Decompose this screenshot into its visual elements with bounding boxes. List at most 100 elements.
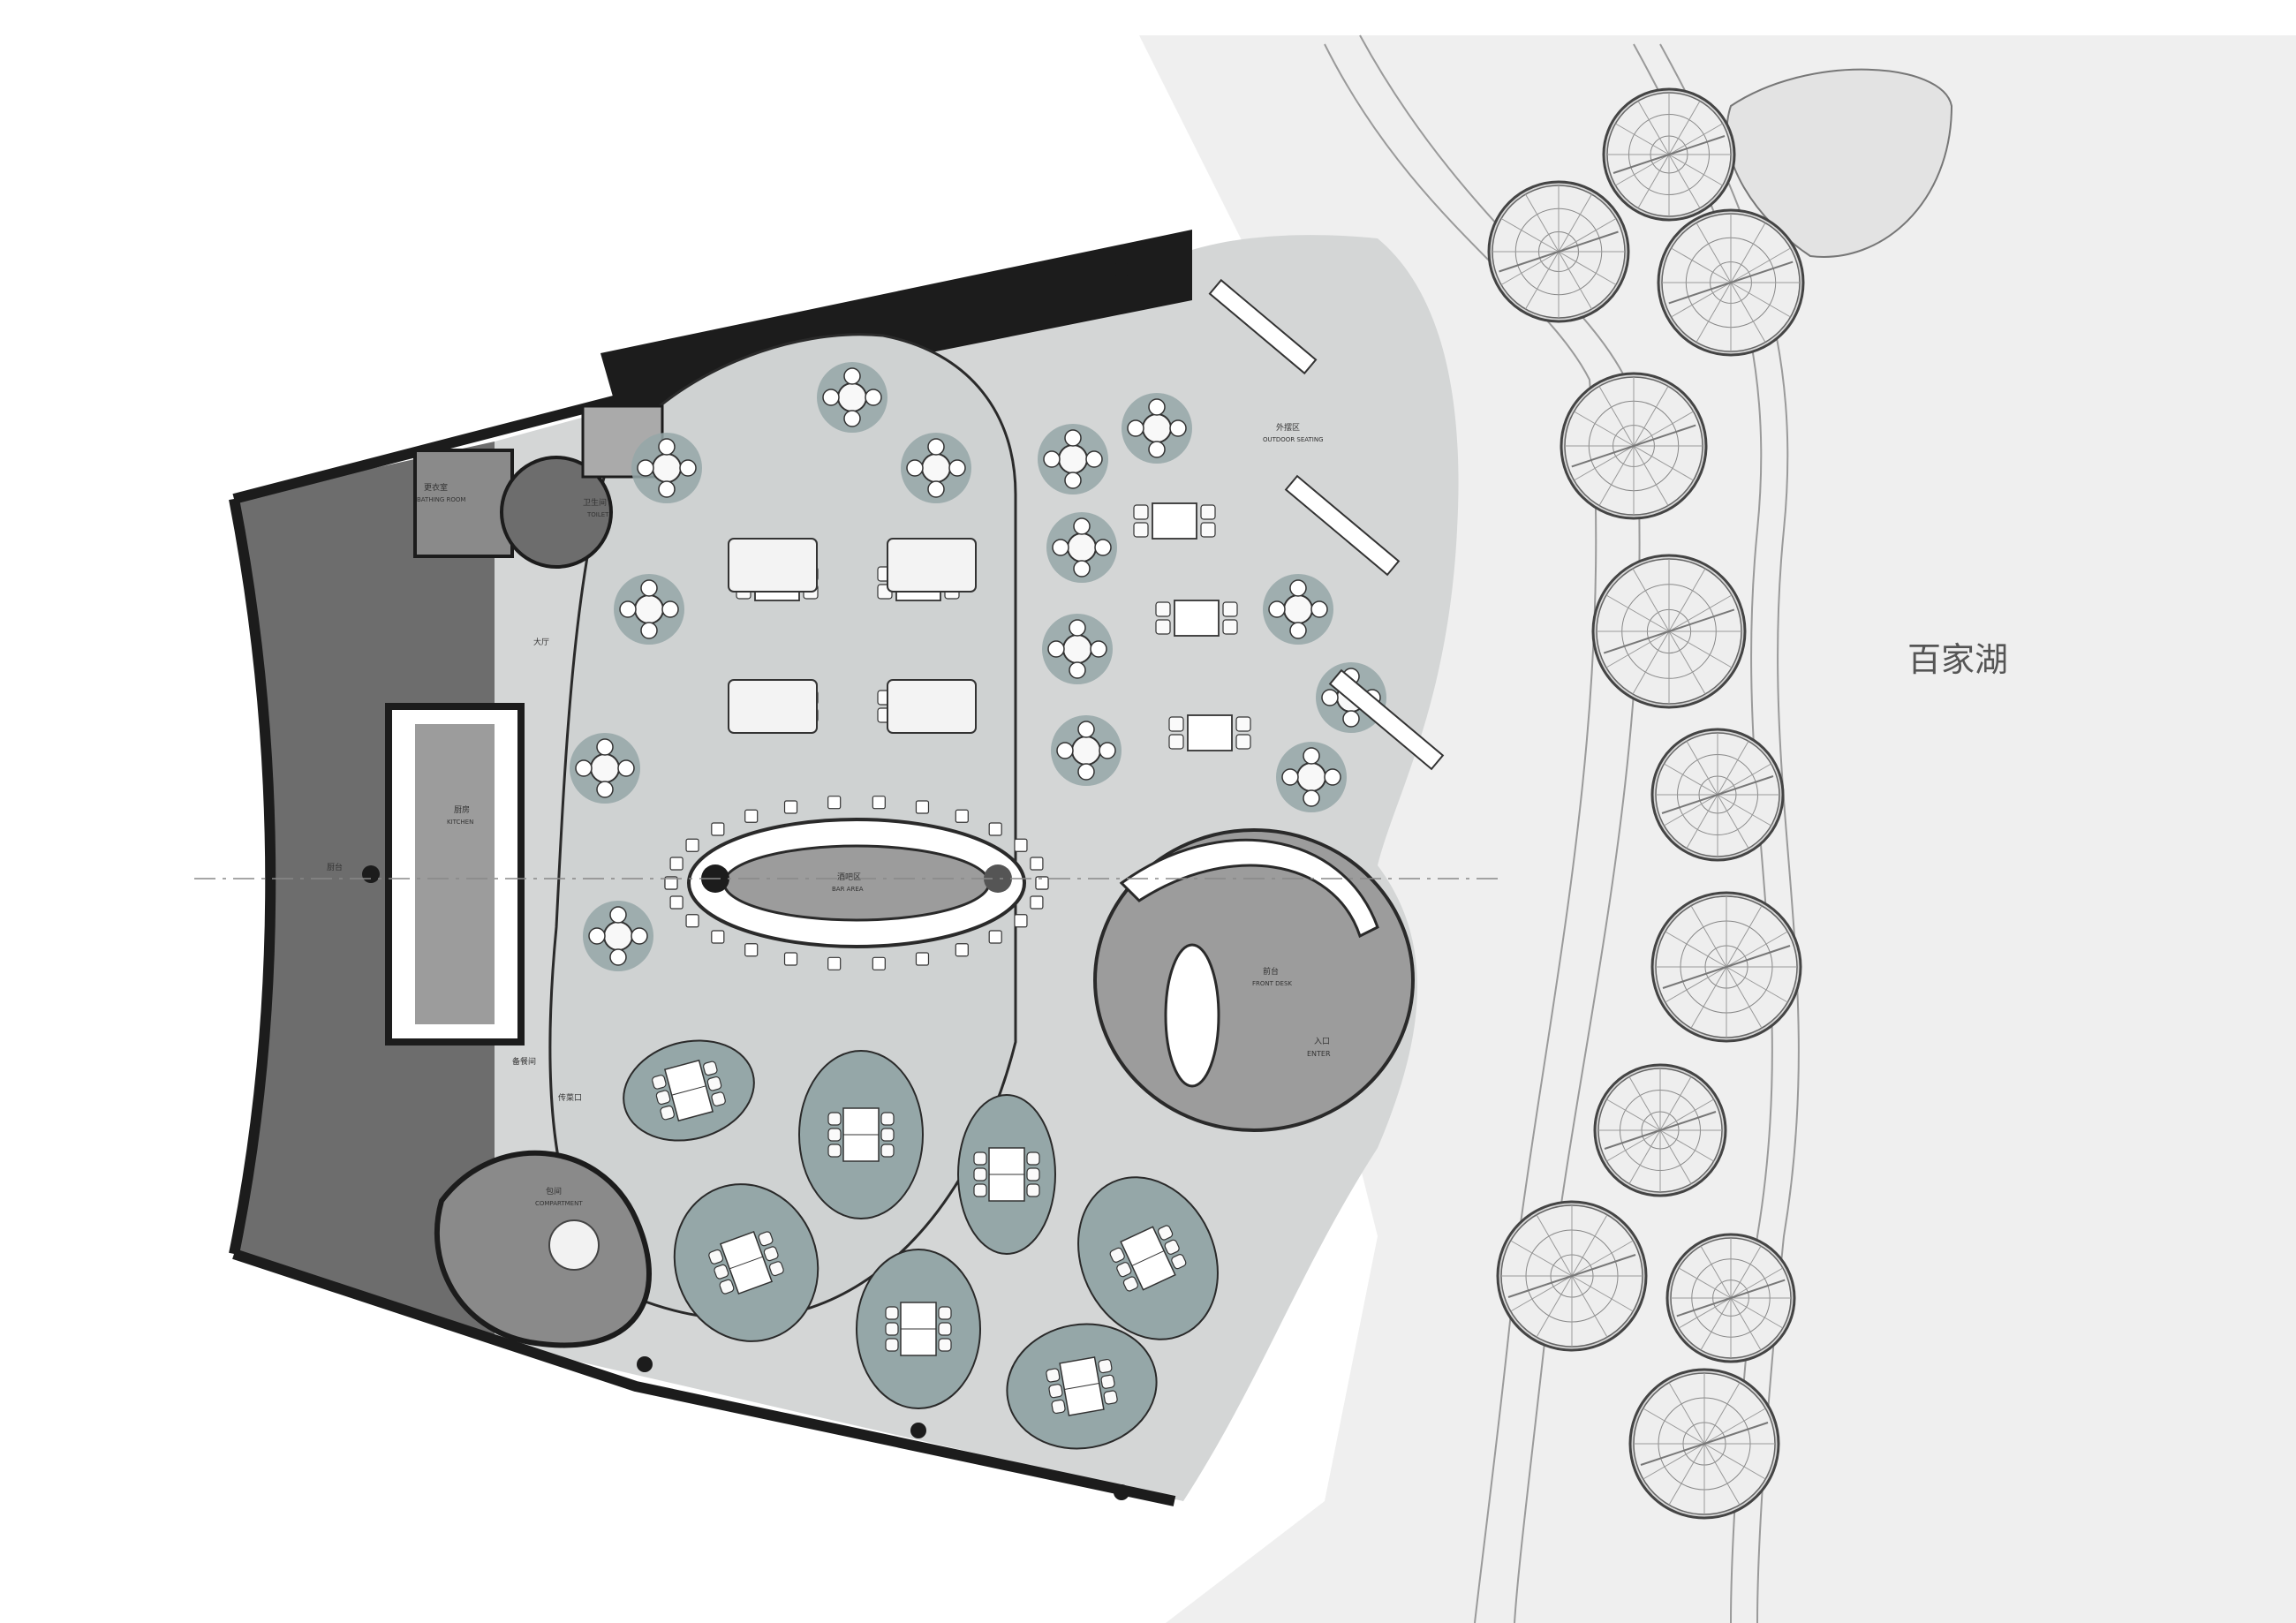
tree-branch	[1668, 101, 1701, 155]
round-tables	[570, 362, 1386, 971]
tree-branch	[1659, 1098, 1714, 1131]
tree-branch	[1665, 966, 1727, 1003]
tree-branch	[1668, 154, 1723, 186]
tree-branch	[1668, 1382, 1705, 1445]
chair	[575, 759, 593, 777]
tree-branch	[1730, 1297, 1784, 1329]
chair	[1077, 721, 1095, 738]
tree-branch	[1726, 931, 1788, 968]
sofa-group	[728, 538, 977, 734]
tree-branch	[1525, 193, 1560, 253]
tree	[1657, 208, 1805, 357]
chair	[1148, 398, 1166, 416]
pod-chair	[1051, 1399, 1066, 1415]
tree-branch	[1659, 1129, 1692, 1184]
front-desk-label-en: FRONT DESK	[1252, 980, 1292, 987]
tree	[1496, 1200, 1648, 1352]
tree	[1591, 554, 1747, 709]
rect-table-chair	[1222, 619, 1238, 635]
pod-table-split	[671, 1085, 706, 1096]
tree-branch	[1574, 445, 1635, 481]
round-table	[1042, 614, 1113, 684]
bar-stool	[872, 796, 886, 810]
chair	[1043, 450, 1061, 468]
tree-branch	[1730, 282, 1791, 318]
bar-stool	[783, 800, 798, 814]
table-top	[603, 921, 633, 951]
tree-branch	[1558, 251, 1592, 310]
pod-chair	[711, 1091, 726, 1106]
pod-chair	[763, 1246, 779, 1262]
chair	[1324, 768, 1341, 786]
tree-shadow-line	[1499, 230, 1619, 273]
tree-branch	[1659, 1076, 1692, 1131]
lake-island	[1726, 68, 1953, 258]
bar-counter-inner	[722, 844, 991, 922]
outdoor-label-cn: 外摆区	[1276, 422, 1300, 433]
tree-branch	[1700, 1297, 1732, 1351]
pod-chair	[1026, 1183, 1040, 1197]
pod-chair	[714, 1264, 729, 1280]
tree	[1560, 372, 1708, 520]
tree-shadow-line	[1661, 775, 1774, 814]
bar-stool	[988, 822, 1002, 836]
chair	[1073, 517, 1091, 535]
booth-pod	[856, 1249, 981, 1409]
bar-stool	[669, 895, 684, 910]
chair	[609, 906, 627, 924]
booth-pod	[1077, 1176, 1219, 1340]
chair	[1064, 472, 1082, 489]
bar-stool	[988, 930, 1002, 944]
chair	[619, 600, 637, 618]
pod-chair	[885, 1306, 899, 1320]
tree-branch	[1633, 445, 1669, 506]
rect-table-top	[1152, 502, 1197, 540]
chair	[1052, 539, 1069, 556]
table-top	[634, 594, 664, 624]
pod-chair	[938, 1338, 952, 1352]
chair	[1085, 450, 1103, 468]
tree-branch	[1717, 794, 1771, 827]
tree-branch	[1678, 1297, 1732, 1329]
tree-branch	[1696, 223, 1732, 283]
tree-branch	[1730, 247, 1791, 283]
chair	[1281, 768, 1299, 786]
chair	[1056, 742, 1074, 759]
pod-chair	[973, 1167, 987, 1181]
tree-branch	[1637, 154, 1670, 208]
chair	[1268, 600, 1286, 618]
front-desk-counter	[1164, 943, 1220, 1088]
tree-branch	[1671, 282, 1732, 318]
table-top	[1296, 762, 1326, 792]
tree-shadow-line	[1640, 1422, 1769, 1466]
chair	[637, 459, 654, 477]
round-table	[614, 574, 684, 645]
tree-branch	[1615, 154, 1670, 186]
rect-table-top	[1187, 714, 1233, 751]
bar-stool	[711, 822, 725, 836]
bar-stool	[955, 809, 969, 823]
structural-columns	[362, 261, 1129, 1500]
chair	[596, 781, 614, 798]
tree-group	[1487, 87, 1805, 1520]
pod-chair	[652, 1075, 667, 1090]
table-top	[652, 453, 682, 483]
round-table	[1276, 742, 1347, 812]
tree-branch	[1605, 594, 1670, 632]
tree-branch	[1628, 1129, 1661, 1184]
tree-branch	[1686, 794, 1718, 849]
pod-chair	[708, 1249, 724, 1264]
tree-branch	[1717, 763, 1771, 796]
pod-chair	[768, 1261, 784, 1277]
tree-branch	[1571, 1275, 1634, 1312]
chair	[631, 927, 648, 945]
chair	[1148, 441, 1166, 458]
tree-branch	[1643, 1443, 1705, 1480]
pod-chair	[758, 1231, 774, 1247]
pod-chair	[1116, 1262, 1132, 1278]
compartment-table	[548, 1219, 600, 1271]
booth-pod	[1006, 1323, 1158, 1450]
tree-branch	[1703, 1408, 1766, 1445]
compartment-label-en: COMPARTMENT	[535, 1200, 583, 1207]
